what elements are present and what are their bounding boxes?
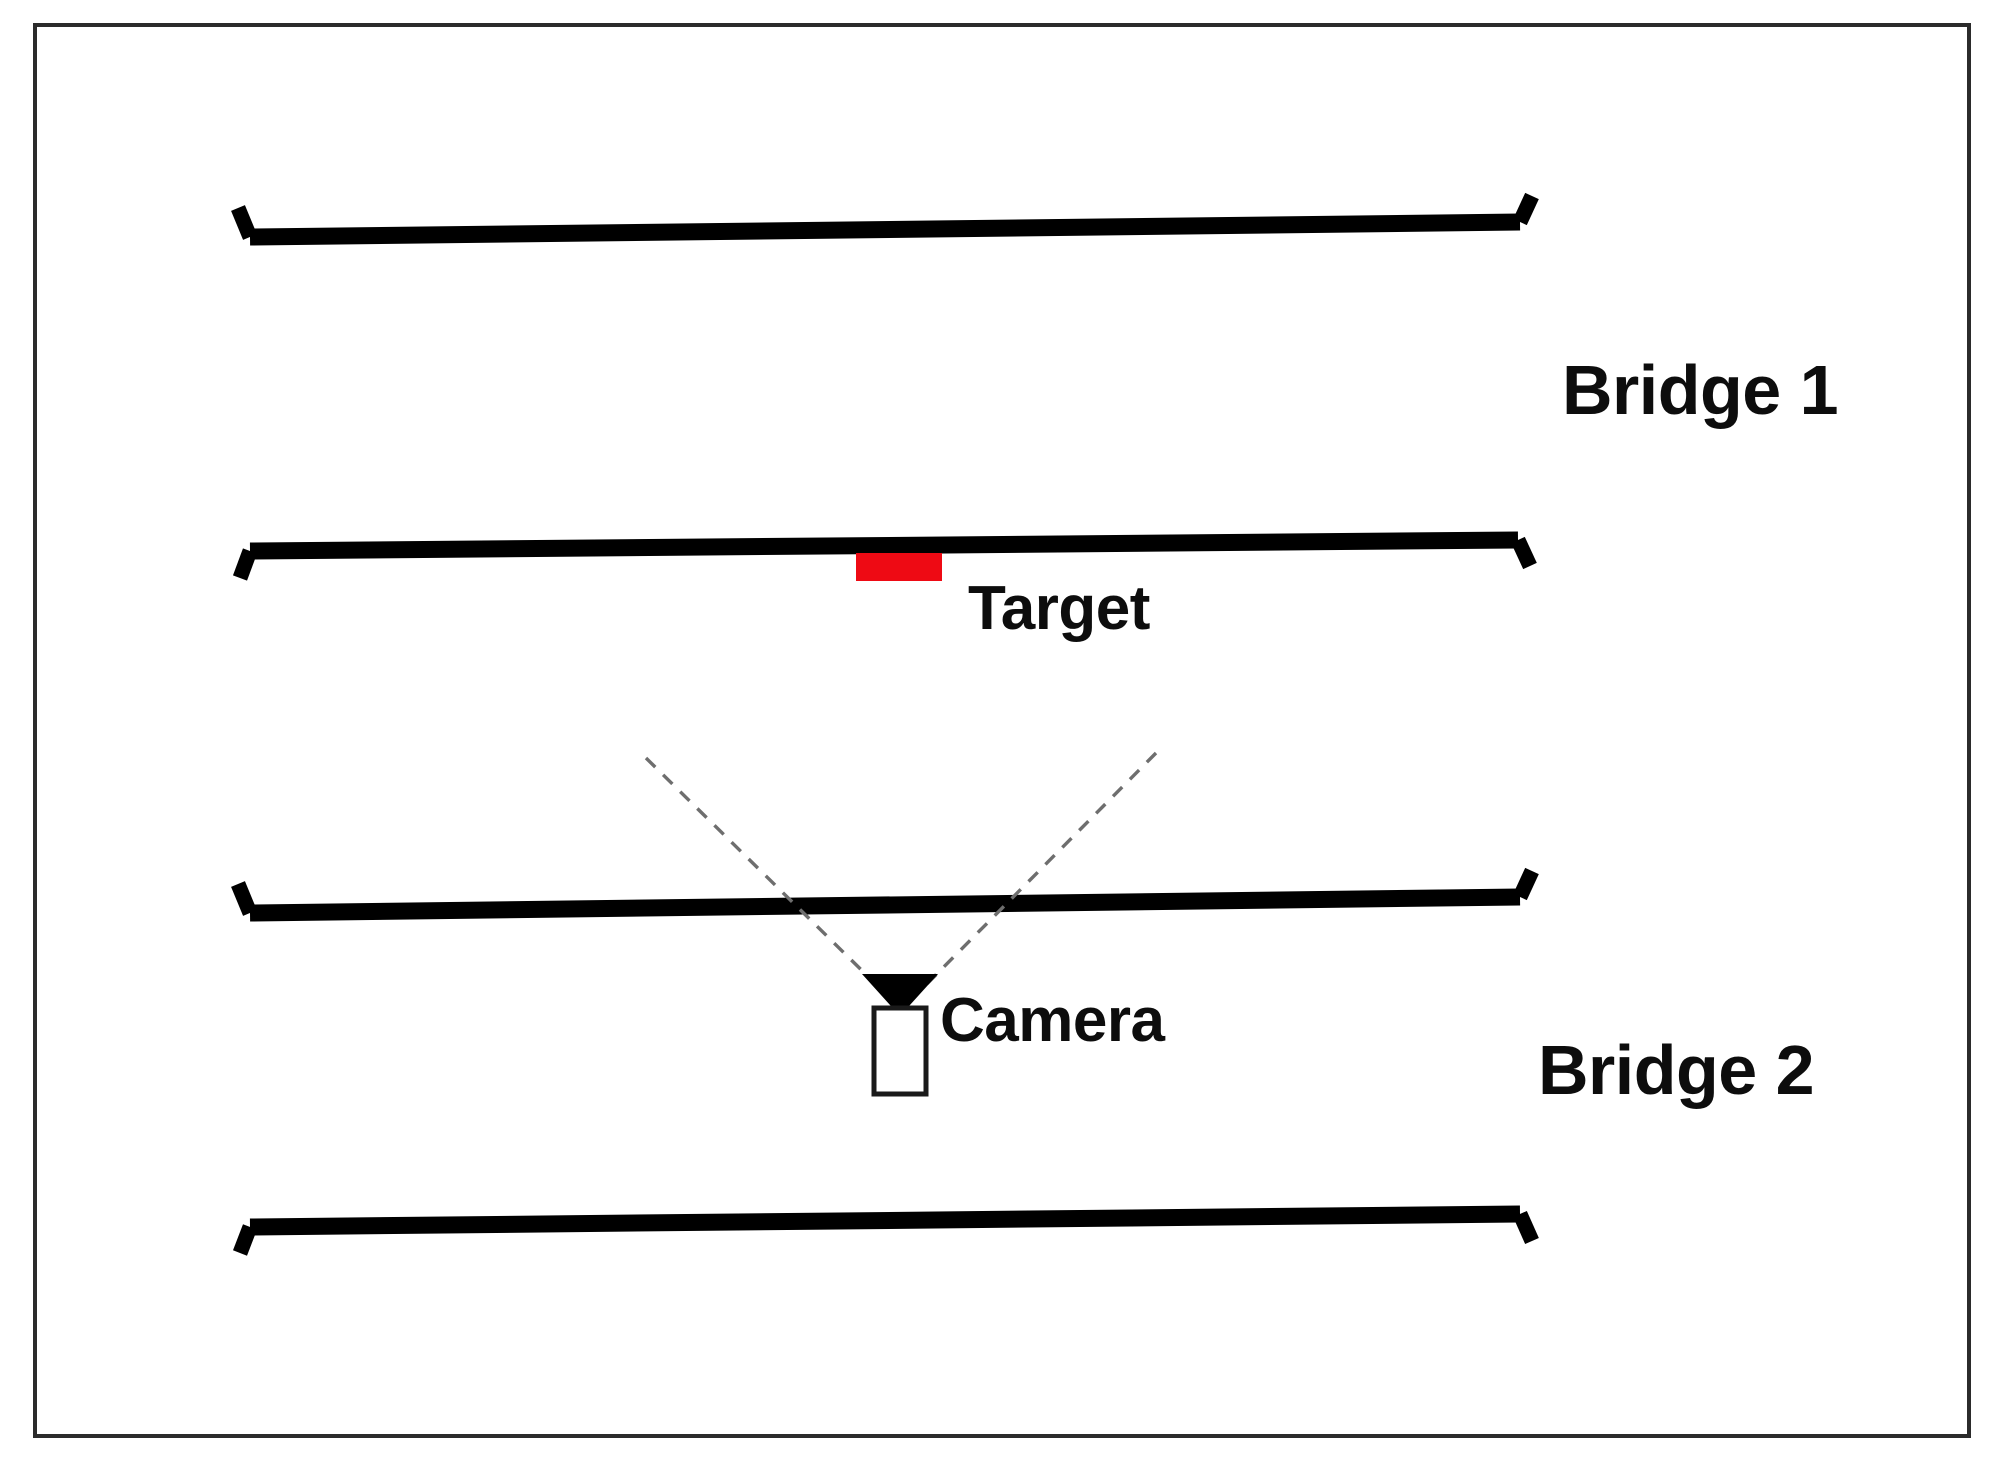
deck-end-hook-left <box>231 205 257 240</box>
bridge-1-label: Bridge 1 <box>1562 351 1839 429</box>
deck-line <box>249 531 1519 560</box>
bridge-2-deck-lower <box>232 1205 1539 1256</box>
bridge-2-deck-upper <box>231 867 1539 922</box>
outer-border-frame <box>33 23 1971 1438</box>
deck-line <box>249 1205 1521 1236</box>
bridge-2-label: Bridge 2 <box>1538 1031 1815 1109</box>
camera-lens-triangle <box>862 974 938 1016</box>
target-marker <box>856 553 942 581</box>
target-label: Target <box>968 574 1150 643</box>
bridge-1-deck-upper <box>231 192 1539 246</box>
deck-end-hook-right <box>1513 867 1539 901</box>
deck-end-hook-left <box>232 1224 258 1256</box>
deck-end-hook-left <box>231 881 257 916</box>
deck-line <box>249 213 1521 246</box>
camera-icon <box>862 974 938 1097</box>
sight-line-left <box>644 756 897 1005</box>
camera-body <box>871 1005 929 1097</box>
deck-line <box>249 888 1521 922</box>
sight-line-right <box>906 751 1158 1005</box>
deck-end-hook-right <box>1513 192 1539 226</box>
deck-end-hook-right <box>1511 536 1537 570</box>
deck-end-hook-right <box>1513 1210 1539 1245</box>
camera-label: Camera <box>940 986 1165 1055</box>
deck-end-hook-left <box>232 548 258 581</box>
bridge-1-deck-lower <box>232 531 1537 581</box>
